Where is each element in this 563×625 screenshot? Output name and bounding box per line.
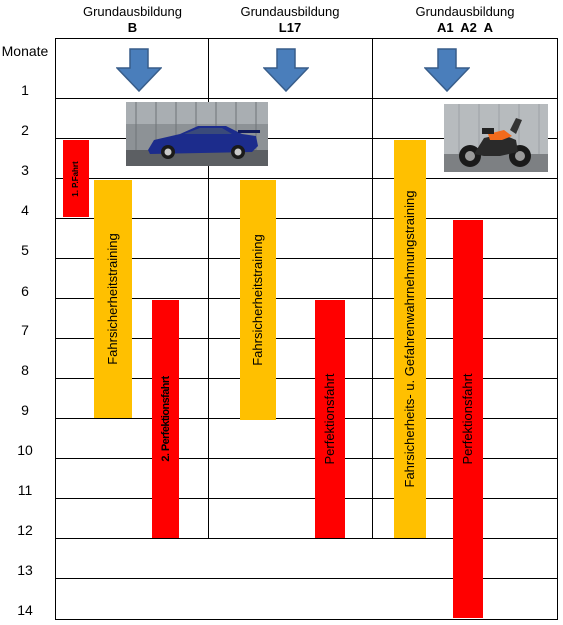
grid-line [55, 418, 558, 419]
grid-line [55, 218, 558, 219]
bar-l17-perfektionsfahrt: Perfektionsfahrt [315, 300, 345, 538]
bar-label: 2. Perfektionsfahrt [159, 376, 172, 462]
month-label: 4 [21, 202, 29, 218]
motorcycle-photo [444, 104, 548, 172]
month-label: 3 [21, 162, 29, 178]
grid-line [55, 38, 558, 39]
grid-line [55, 138, 558, 139]
month-label: 12 [17, 522, 33, 538]
month-label: 11 [17, 482, 33, 498]
bar-b-perfektionsfahrt: 2. Perfektionsfahrt [152, 300, 179, 538]
bar-a-training: Fahrsicherheits- u. Gefahrenwahrnehmungs… [394, 140, 426, 538]
grid-line [55, 258, 558, 259]
grid-line [55, 178, 558, 179]
header-col-a-title: Grundausbildung [415, 4, 515, 19]
header-col-b-title: Grundausbildung [82, 4, 183, 19]
grid-line [55, 619, 558, 620]
bar-b-fahrsicherheitstraining: Fahrsicherheitstraining [94, 180, 132, 418]
grid-line [55, 98, 558, 99]
grid-border-left [55, 38, 56, 619]
header-col-b: Grundausbildung B [60, 4, 205, 36]
month-label: 2 [21, 122, 29, 138]
grid-line [55, 378, 558, 379]
grid-divider-l17-a [372, 38, 373, 538]
grid-border-right [557, 38, 558, 619]
header-col-a: Grundausbildung A1 A2 A [385, 4, 545, 36]
bar-label: Perfektionsfahrt [322, 373, 337, 465]
month-label: 13 [17, 562, 33, 578]
grid-line [55, 298, 558, 299]
bar-l17-fahrsicherheitstraining: Fahrsicherheitstraining [240, 180, 276, 420]
month-label: 1 [21, 82, 29, 98]
grid-line [55, 498, 558, 499]
month-label: 10 [17, 442, 33, 458]
header-col-l17-title: Grundausbildung [240, 4, 340, 19]
header-col-l17: Grundausbildung L17 [215, 4, 365, 36]
bar-label: Perfektionsfahrt [460, 373, 475, 465]
month-label: 7 [21, 322, 29, 338]
month-label: 9 [21, 402, 29, 418]
months-label: Monate [1, 43, 49, 59]
car-photo [126, 102, 268, 166]
header-col-b-sub: B [127, 20, 138, 35]
header-col-l17-sub: L17 [278, 20, 302, 35]
bar-a-perfektionsfahrt: Perfektionsfahrt [453, 220, 483, 618]
month-label: 6 [21, 283, 29, 299]
bar-label: Fahrsicherheitstraining [250, 234, 265, 366]
grid-line [55, 458, 558, 459]
month-label: 5 [21, 242, 29, 258]
bar-label: 1. P.Fahrt [71, 160, 80, 197]
header-col-a-sub: A1 A2 A [436, 20, 494, 35]
arrow-down-icon [424, 48, 470, 92]
grid-line [55, 538, 558, 539]
bar-b-pfahrt: 1. P.Fahrt [63, 140, 89, 217]
month-label: 8 [21, 362, 29, 378]
arrow-down-icon [116, 48, 162, 92]
grid-divider-b-l17 [208, 38, 209, 538]
bar-label: Fahrsicherheitstraining [105, 233, 120, 365]
grid-line [55, 578, 558, 579]
month-label: 14 [17, 602, 33, 618]
grid-line [55, 338, 558, 339]
arrow-down-icon [263, 48, 309, 92]
bar-label: Fahrsicherheits- u. Gefahrenwahrnehmungs… [402, 190, 417, 488]
